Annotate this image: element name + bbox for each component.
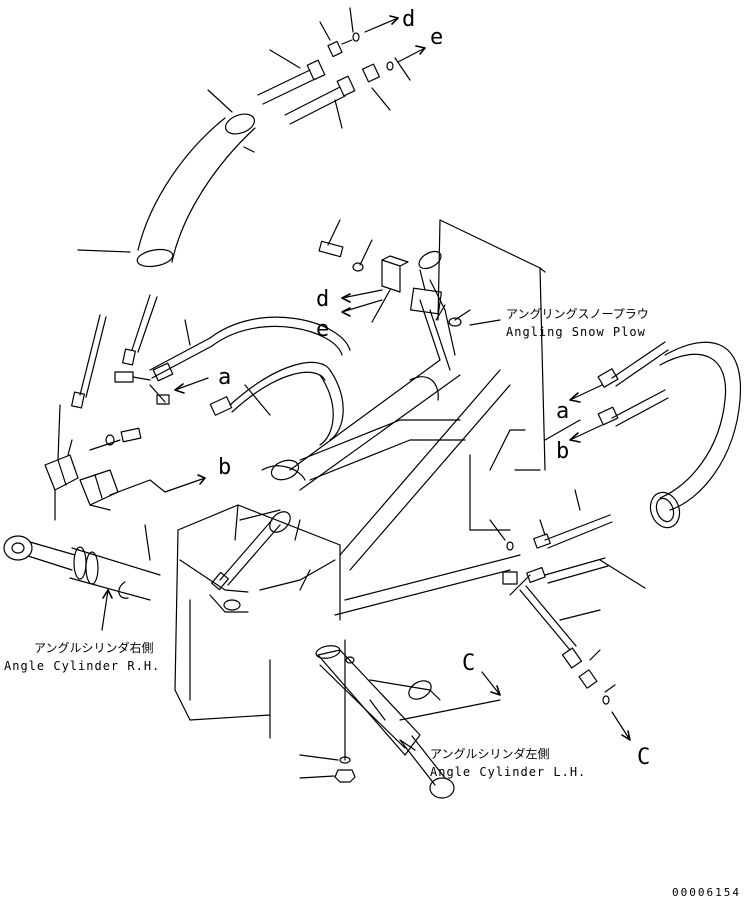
arrow-to-a-left <box>174 377 209 394</box>
hose-to-fitting-c <box>509 574 616 705</box>
label-snow-plow-jp: アングリングスノープラウ <box>506 307 649 321</box>
arrow-to-b-right <box>569 424 603 443</box>
callout-c-right: C <box>637 745 650 770</box>
hose-fittings-right-lower <box>489 489 646 589</box>
bolt-washer-left <box>89 427 142 451</box>
main-frame-body <box>174 504 341 739</box>
arrow-to-d-mid <box>341 289 383 303</box>
drawing-number: 00006154 <box>672 886 741 899</box>
arrow-to-e-mid <box>341 299 383 317</box>
callout-a-left: a <box>218 365 231 390</box>
arrow-to-a-right <box>569 384 603 403</box>
arrow-to-e-top <box>397 45 426 63</box>
curved-hose-right <box>544 341 742 529</box>
nut-bottom <box>299 769 356 783</box>
hose-to-fitting-e <box>284 61 394 125</box>
leader-lines-other <box>399 319 501 751</box>
callout-b-right: b <box>556 439 569 464</box>
arrow-to-cylinder-rh <box>101 589 113 631</box>
label-snow-plow-en: Angling Snow Plow <box>506 325 646 339</box>
label-cylinder-rh-en: Angle Cylinder R.H. <box>4 659 160 673</box>
hose-to-fitting-d <box>257 32 360 105</box>
angle-cylinder-rh <box>3 524 161 601</box>
vertical-hoses-left <box>71 249 158 409</box>
curved-hose-upper-left <box>136 113 256 268</box>
label-cylinder-lh-jp: アングルシリンダ左側 <box>430 746 550 761</box>
fitting-cluster-a-left <box>114 316 351 405</box>
arrow-to-c-right <box>611 711 631 741</box>
hose-to-frame <box>209 361 344 446</box>
hose-into-frame <box>211 459 306 591</box>
callout-e-top: e <box>430 25 443 50</box>
washer-bottom <box>299 754 351 764</box>
valve-block-center <box>318 219 446 323</box>
callout-e-mid: e <box>316 317 329 342</box>
angle-cylinder-lh <box>315 639 501 799</box>
callout-b-left: b <box>218 455 231 480</box>
label-cylinder-lh-en: Angle Cylinder L.H. <box>430 765 586 779</box>
callout-d-mid: d <box>316 287 329 312</box>
callout-c-mid: C <box>462 651 475 676</box>
leader-lines-top <box>207 7 411 129</box>
arrow-to-d-top <box>364 15 399 33</box>
clamp-bracket-left <box>44 404 119 521</box>
push-frame-members <box>289 219 546 616</box>
label-cylinder-rh-jp: アングルシリンダ右側 <box>34 640 154 655</box>
arrow-to-b-left <box>109 474 206 496</box>
arrow-to-c-mid <box>481 671 501 696</box>
callout-d-top: d <box>402 7 415 32</box>
callout-a-right: a <box>556 399 569 424</box>
